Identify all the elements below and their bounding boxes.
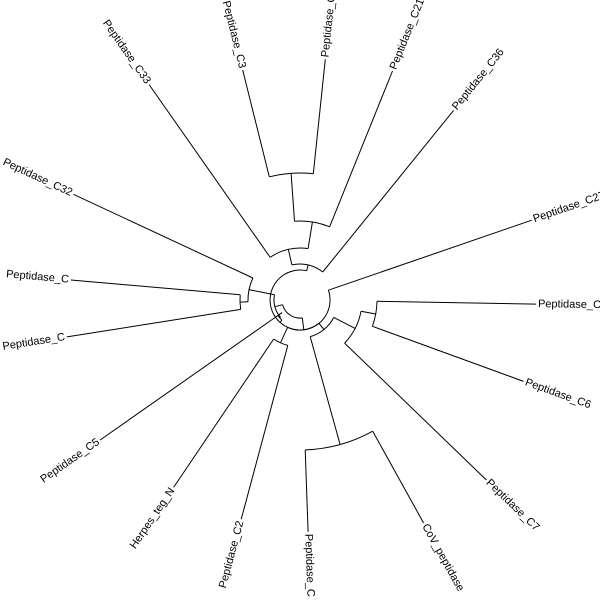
tree-branch <box>99 312 283 441</box>
tree-branch <box>307 221 313 249</box>
tree-branch <box>314 353 341 445</box>
leaf-label: Herpes_teg_N <box>128 486 178 552</box>
tree-branch <box>173 338 275 488</box>
tree-arc <box>282 304 303 319</box>
leaf-label: Peptidase_C <box>538 298 600 311</box>
tree-branch <box>274 304 283 308</box>
tree-branch <box>329 70 393 227</box>
tree-branch <box>344 342 487 481</box>
tree-branch <box>312 59 326 174</box>
tree-arc <box>310 317 335 338</box>
tree-branch <box>306 264 309 271</box>
leaf-label: Peptidase_C6 <box>523 376 592 411</box>
tree-arc <box>269 172 314 178</box>
leaf-label: Peptidase_C <box>302 534 316 597</box>
tree-branch <box>148 84 271 258</box>
leaf-label: Peptidase_C <box>319 0 338 58</box>
tree-branch <box>73 193 254 279</box>
tree-arc <box>344 311 362 344</box>
tree-branch <box>372 325 524 382</box>
tree-arc <box>291 263 324 273</box>
tree-branch <box>372 430 425 524</box>
leaf-label: Peptidase_C27 <box>532 189 600 225</box>
tree-branch <box>66 308 241 338</box>
tree-arc <box>294 220 330 228</box>
leaf-label: Peptidase_C36 <box>450 46 507 112</box>
tree-branch <box>290 173 295 222</box>
tree-arc <box>287 322 320 331</box>
leaf-label: Peptidase_C <box>6 268 70 285</box>
tree-branch <box>322 110 454 273</box>
leaf-label: Peptidase_C32 <box>1 156 74 199</box>
tree-branch <box>333 316 356 329</box>
tree-branch <box>301 317 305 330</box>
leaf-label: CoV_peptidase <box>419 522 466 594</box>
leaf-label: Peptidase_C3 <box>220 0 248 70</box>
leaf-label: Peptidase_C2 <box>217 520 246 590</box>
tree-branch <box>309 336 316 355</box>
leaf-label: Peptidase_C7 <box>484 477 542 534</box>
tree-arc <box>269 247 309 258</box>
leaf-label: Peptidase_C <box>2 331 66 353</box>
tree-branch <box>318 322 325 330</box>
tree-branch <box>70 279 241 296</box>
tree-branches <box>66 59 537 532</box>
tree-branch <box>287 249 293 266</box>
leaf-label: Peptidase_C21 <box>388 0 427 71</box>
tree-branch <box>360 310 376 315</box>
tree-branch <box>242 69 270 177</box>
tree-branch <box>304 449 309 532</box>
tree-arc <box>305 430 373 451</box>
tree-arc <box>269 269 331 331</box>
tree-branch <box>280 327 289 344</box>
tree-arc <box>247 277 254 302</box>
tree-branch <box>328 219 532 291</box>
tree-branch <box>376 300 537 305</box>
leaf-label: Peptidase_C5 <box>38 436 101 485</box>
leaf-label: Peptidase_C33 <box>100 18 153 87</box>
tree-branch <box>240 345 289 520</box>
tree-arc <box>273 294 281 318</box>
